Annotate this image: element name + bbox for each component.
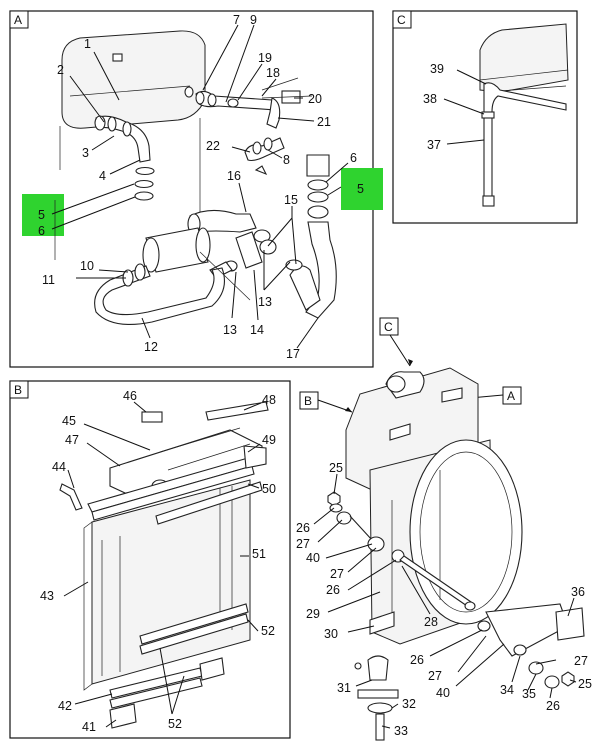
panel-c: C 39 38 37 [392, 10, 578, 224]
callout-46: 46 [123, 389, 137, 403]
callout-30: 30 [324, 627, 338, 641]
callout-50: 50 [262, 482, 276, 496]
callout-39: 39 [430, 62, 444, 76]
callout-34: 34 [500, 683, 514, 697]
callout-52-right: 52 [261, 624, 275, 638]
overflow-tube-detail [479, 23, 569, 207]
callout-47: 47 [65, 433, 79, 447]
callout-26-top: 26 [296, 521, 310, 535]
callout-51: 51 [252, 547, 266, 561]
callout-4: 4 [99, 169, 106, 183]
callout-7: 7 [233, 13, 240, 27]
callout-14: 14 [250, 323, 264, 337]
callout-16: 16 [227, 169, 241, 183]
callout-25-bottom: 25 [578, 677, 592, 691]
callout-37: 37 [427, 138, 441, 152]
callout-40-top: 40 [306, 551, 320, 565]
radiator-core-exploded [59, 401, 269, 729]
panel-b: B [9, 380, 291, 739]
callout-1: 1 [84, 37, 91, 51]
filter-loop-hose [94, 251, 251, 325]
panel-a: A [9, 10, 383, 368]
upper-hose [94, 115, 155, 201]
callout-6: 6 [38, 224, 45, 238]
callout-41: 41 [82, 720, 96, 734]
highlight-box-left [22, 194, 64, 236]
callout-26-right: 26 [410, 653, 424, 667]
callout-21: 21 [317, 115, 331, 129]
callout-27-mid: 27 [330, 567, 344, 581]
callout-32: 32 [402, 697, 416, 711]
callout-13-left: 13 [223, 323, 237, 337]
callout-36: 36 [571, 585, 585, 599]
panel-a-tag: A [14, 13, 22, 27]
assembly-tag-c: C [384, 320, 393, 334]
callout-31: 31 [337, 681, 351, 695]
callout-29: 29 [306, 607, 320, 621]
callout-15: 15 [284, 193, 298, 207]
callout-45: 45 [62, 414, 76, 428]
callout-13-right: 13 [258, 295, 272, 309]
callout-43: 43 [40, 589, 54, 603]
callout-26-mid: 26 [326, 583, 340, 597]
radiator-top-tank [54, 30, 206, 260]
callout-11: 11 [42, 273, 55, 287]
callout-27-right: 27 [428, 669, 442, 683]
callout-48: 48 [262, 393, 276, 407]
assembly-tag-b: B [304, 394, 312, 408]
callout-8: 8 [283, 153, 290, 167]
panel-c-tag: C [397, 13, 406, 27]
callout-20: 20 [308, 92, 322, 106]
callout-3: 3 [82, 146, 89, 160]
callout-26-bottom: 26 [546, 699, 560, 713]
callout-33: 33 [394, 724, 408, 738]
elbow-hose [244, 137, 285, 176]
callout-52-bottom: 52 [168, 717, 182, 731]
callout-27-top: 27 [296, 537, 310, 551]
callout-44: 44 [52, 460, 66, 474]
assembly-tag-a: A [507, 389, 515, 403]
callout-22: 22 [206, 139, 220, 153]
highlight-box-right [341, 168, 383, 210]
callout-38: 38 [423, 92, 437, 106]
callout-5: 5 [38, 208, 45, 222]
callout-28: 28 [424, 615, 438, 629]
callout-17: 17 [286, 347, 300, 361]
callout-2: 2 [57, 63, 64, 77]
callout-5-right: 5 [357, 182, 364, 196]
callout-25-top: 25 [329, 461, 343, 475]
bypass-tube [184, 77, 313, 129]
callout-12: 12 [144, 340, 158, 354]
callout-10: 10 [80, 259, 94, 273]
callout-6-right: 6 [350, 151, 357, 165]
callout-49: 49 [262, 433, 276, 447]
panel-b-tag: B [14, 383, 22, 397]
callout-40-bottom: 40 [436, 686, 450, 700]
callout-18: 18 [266, 66, 280, 80]
callout-19: 19 [258, 51, 272, 65]
radiator-assembly: C B A [296, 317, 592, 741]
callout-35: 35 [522, 687, 536, 701]
callout-27-far: 27 [574, 654, 588, 668]
callout-9: 9 [250, 13, 257, 27]
callout-42: 42 [58, 699, 72, 713]
coolant-filter [142, 209, 303, 279]
